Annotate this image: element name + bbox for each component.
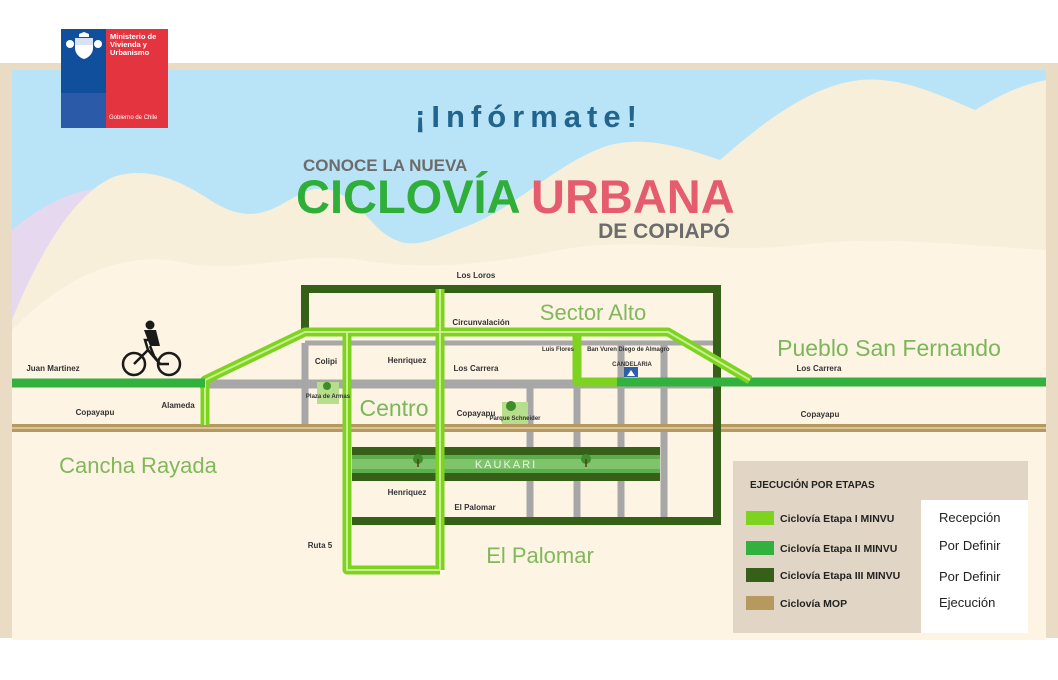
- legend-item-label: Ciclovía Etapa II MINVU: [780, 543, 897, 555]
- legend-swatch: [746, 541, 774, 555]
- church-icon: [624, 367, 638, 377]
- plaza-de-armas-icon: [317, 382, 339, 404]
- tree-icon: [413, 454, 423, 467]
- candelaria-label: CANDELARIA: [612, 362, 652, 368]
- coat-of-arms-icon: [66, 32, 102, 59]
- government-name: Gobierno de Chile: [109, 115, 158, 121]
- street-label-el-palomar: El Palomar: [454, 503, 495, 512]
- cyclist-icon: [121, 320, 182, 377]
- kaukari-label: KAUKARI: [475, 459, 537, 471]
- street-label-ban-vuren: Ban Vuren: [587, 347, 617, 353]
- conoce-subtitle: CONOCE LA NUEVA: [303, 156, 467, 175]
- street-label-alameda: Alameda: [161, 401, 195, 410]
- ministry-logo: Ministerio de Vivienda y Urbanismo Gobie…: [61, 29, 168, 128]
- bikelane-etapa-3: [301, 285, 721, 525]
- parque-schneider-label: Parque Schneider: [489, 416, 541, 422]
- de-copiapo-subtitle: DE COPIAPÓ: [598, 219, 730, 243]
- street-label-los-carrera: Los Carrera: [454, 364, 499, 373]
- street-label-los-loros: Los Loros: [457, 271, 496, 280]
- cancha-rayada-label: Cancha Rayada: [59, 453, 218, 478]
- street-label-henriquez-bottom: Henriquez: [388, 488, 427, 497]
- legend-item-status: Por Definir: [939, 569, 1001, 584]
- pueblo-san-fernando-label: Pueblo San Fernando: [777, 335, 1001, 361]
- parque-schneider-icon: [502, 401, 528, 424]
- sector-alto-label: Sector Alto: [540, 300, 646, 325]
- legend-swatch: [746, 568, 774, 582]
- street-label-ruta-5: Ruta 5: [308, 541, 333, 550]
- informate-title: ¡Infórmate!: [415, 99, 643, 134]
- street-label-colipi: Colipi: [315, 357, 337, 366]
- plaza-de-armas-label: Plaza de Armas: [306, 394, 351, 400]
- street-label-henriquez: Henriquez: [388, 356, 427, 365]
- ministry-name: Ministerio de Vivienda y Urbanismo: [110, 32, 157, 57]
- legend-item-status: Por Definir: [939, 538, 1001, 553]
- ciclovia-title: CICLOVÍA: [296, 170, 521, 223]
- legend: EJECUCIÓN POR ETAPAS Ciclovía Etapa I MI…: [733, 461, 1028, 633]
- legend-item-label: Ciclovía Etapa III MINVU: [780, 570, 900, 582]
- street-label-copayapu-east: Copayapu: [801, 410, 840, 419]
- centro-label: Centro: [359, 395, 428, 421]
- legend-item-status: Ejecución: [939, 595, 995, 610]
- street-label-circunvalacion: Circunvalación: [452, 318, 509, 327]
- sector-labels: Sector Alto Pueblo San Fernando Centro C…: [59, 300, 1001, 568]
- street-label-copayapu-west: Copayapu: [76, 408, 115, 417]
- legend-item-status: Recepción: [939, 510, 1000, 525]
- street-label-juan-martinez: Juan Martinez: [26, 364, 79, 373]
- street-label-luis-flores: Luis Flores: [542, 347, 575, 353]
- tree-icon: [581, 454, 591, 467]
- urbana-title: URBANA: [531, 170, 735, 223]
- legend-item-label: Ciclovía MOP: [780, 598, 847, 610]
- legend-title: EJECUCIÓN POR ETAPAS: [750, 478, 875, 491]
- street-label-los-carrera-east: Los Carrera: [797, 364, 842, 373]
- legend-swatch: [746, 511, 774, 525]
- el-palomar-label: El Palomar: [486, 543, 594, 568]
- legend-status-column: [921, 500, 1028, 633]
- street-labels: Los Loros Circunvalación Henriquez Los C…: [26, 271, 842, 550]
- legend-item-label: Ciclovía Etapa I MINVU: [780, 513, 894, 525]
- street-label-diego-de-almagro: Diego de Almagro: [618, 347, 669, 353]
- street-label-copayapu-center: Copayapu: [457, 409, 496, 418]
- legend-swatch: [746, 596, 774, 610]
